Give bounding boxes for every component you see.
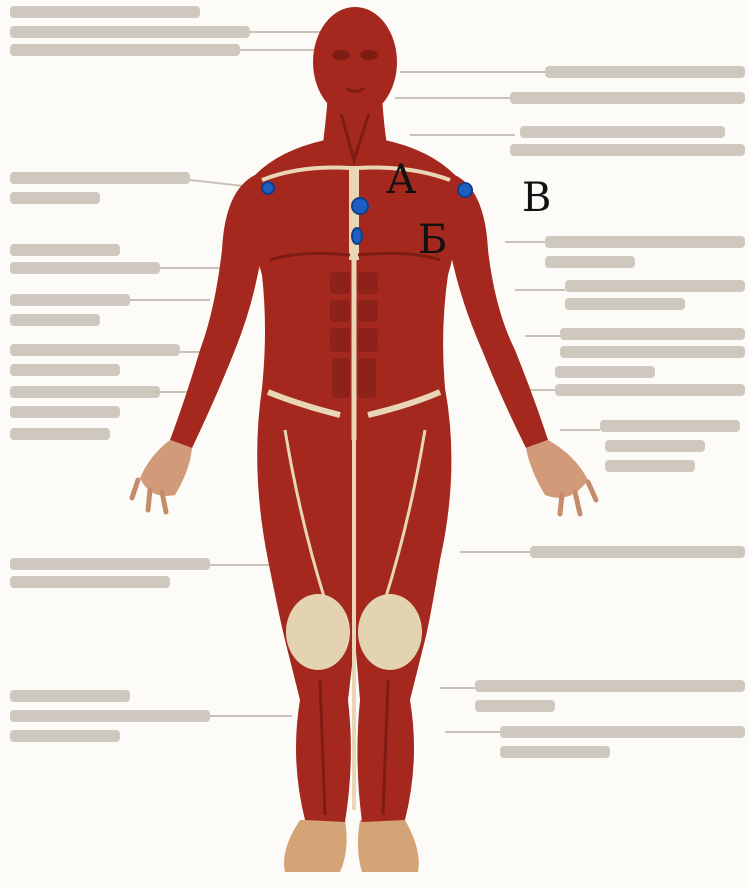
- marker-dot-a: [352, 198, 368, 214]
- marker-dot-v-right: [458, 183, 472, 197]
- legs: [257, 388, 451, 822]
- marker-label-v: В: [522, 178, 551, 218]
- marker-label-b: Б: [418, 220, 447, 260]
- marker-label-a: А: [386, 160, 416, 200]
- torso: [253, 140, 458, 440]
- head-neck: [313, 7, 397, 160]
- feet: [284, 820, 419, 872]
- marker-dot-b: [352, 228, 362, 244]
- marker-dot-v-left: [262, 182, 274, 194]
